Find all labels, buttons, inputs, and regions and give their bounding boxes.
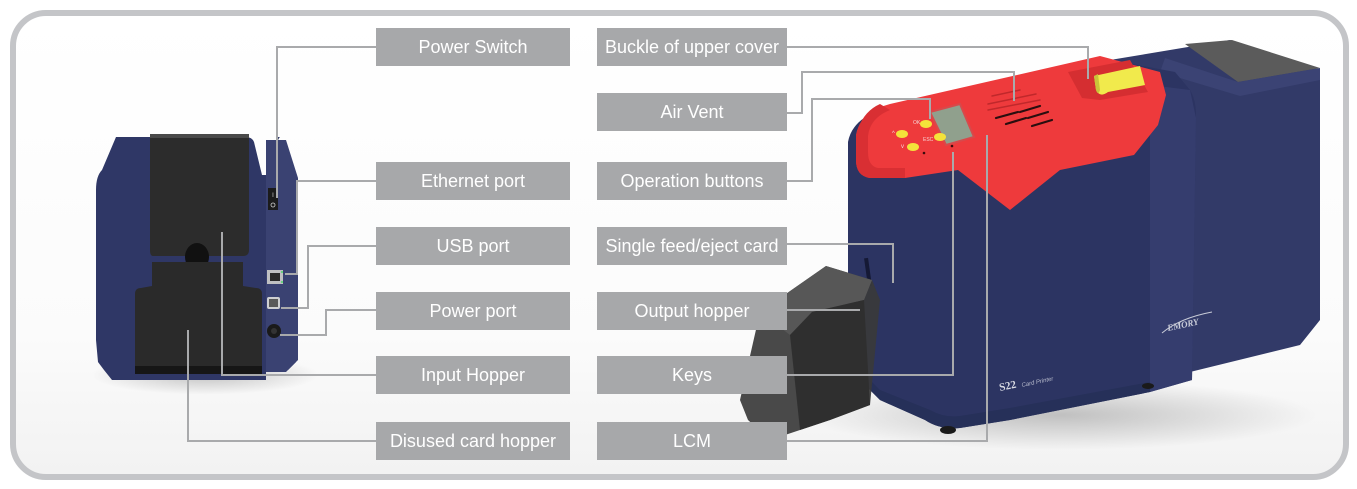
key-indicator-dot: [922, 151, 926, 155]
leader-keys: [787, 152, 954, 376]
operation-button-ok-mark: OK: [913, 120, 921, 126]
operation-button-down: [907, 143, 919, 151]
label-output-hopper: Output hopper: [597, 292, 787, 330]
ethernet-led-icon: [281, 281, 283, 283]
leader-ethernet-port: [285, 180, 376, 275]
upper-cover-front-bevel: [856, 104, 905, 178]
label-buckle-of-upper-cover: Buckle of upper cover: [597, 28, 787, 66]
air-vent-ridges: [987, 89, 1041, 111]
rear-disused-hopper-panel: [135, 262, 262, 366]
ethernet-port-socket: [270, 273, 280, 281]
usb-port-socket: [269, 299, 278, 307]
leader-buckle-of-upper-cover: [787, 46, 1089, 79]
air-vent-slots: [994, 104, 1054, 128]
power-switch-on-mark: I: [272, 193, 274, 199]
label-operation-buttons: Operation buttons: [597, 162, 787, 200]
printer-foot: [1142, 383, 1154, 389]
leader-lcm: [787, 135, 988, 442]
single-feed-eject-slot: [864, 257, 872, 287]
operation-button-ok: [920, 120, 932, 128]
leader-input-hopper: [221, 232, 376, 376]
leader-operation-buttons: [787, 98, 931, 182]
model-badge: S22: [998, 379, 1018, 394]
key-indicator-dot: [950, 144, 954, 148]
operation-button-down-mark: v: [901, 144, 904, 150]
label-power-switch: Power Switch: [376, 28, 570, 66]
rear-input-hopper-panel: [150, 134, 249, 256]
brand-logo-swoosh: [1161, 311, 1213, 334]
label-keys: Keys: [597, 356, 787, 394]
buckle-shadow: [1094, 74, 1100, 93]
printer-foot: [940, 426, 956, 434]
power-port-pin: [271, 328, 277, 334]
ethernet-led-icon: [281, 271, 283, 273]
operation-button-up-mark: ^: [892, 131, 895, 137]
leader-air-vent: [787, 71, 1015, 114]
leader-power-port: [280, 309, 376, 336]
leader-disused-card-hopper: [187, 330, 376, 442]
output-hopper-rim: [760, 266, 872, 335]
upper-cover-buckle: [1094, 66, 1145, 95]
label-air-vent: Air Vent: [597, 93, 787, 131]
output-hopper-inner: [790, 300, 870, 430]
front-body-base-edge: [848, 340, 1150, 429]
label-power-port: Power port: [376, 292, 570, 330]
power-switch-rocker: [268, 188, 278, 210]
label-ethernet-port: Ethernet port: [376, 162, 570, 200]
label-disused-card-hopper: Disused card hopper: [376, 422, 570, 460]
power-switch-off-mark: [270, 202, 276, 208]
rear-disused-hopper-slot: [135, 366, 262, 374]
leader-power-switch: [276, 46, 376, 198]
label-lcm: LCM: [597, 422, 787, 460]
output-tray-window: [1185, 40, 1320, 82]
operation-button-esc-mark: ESC: [923, 137, 934, 143]
leader-single-feed-eject-card: [787, 243, 894, 283]
front-body-side-panel: [1150, 85, 1196, 392]
label-single-feed-eject-card: Single feed/eject card: [597, 227, 787, 265]
operation-button-up: [896, 130, 908, 138]
label-input-hopper: Input Hopper: [376, 356, 570, 394]
operation-button-esc: [934, 133, 946, 141]
leader-usb-port: [281, 245, 376, 309]
rear-input-hopper-top-edge: [150, 134, 249, 138]
label-usb-port: USB port: [376, 227, 570, 265]
rear-module-top-edge: [1160, 58, 1320, 96]
